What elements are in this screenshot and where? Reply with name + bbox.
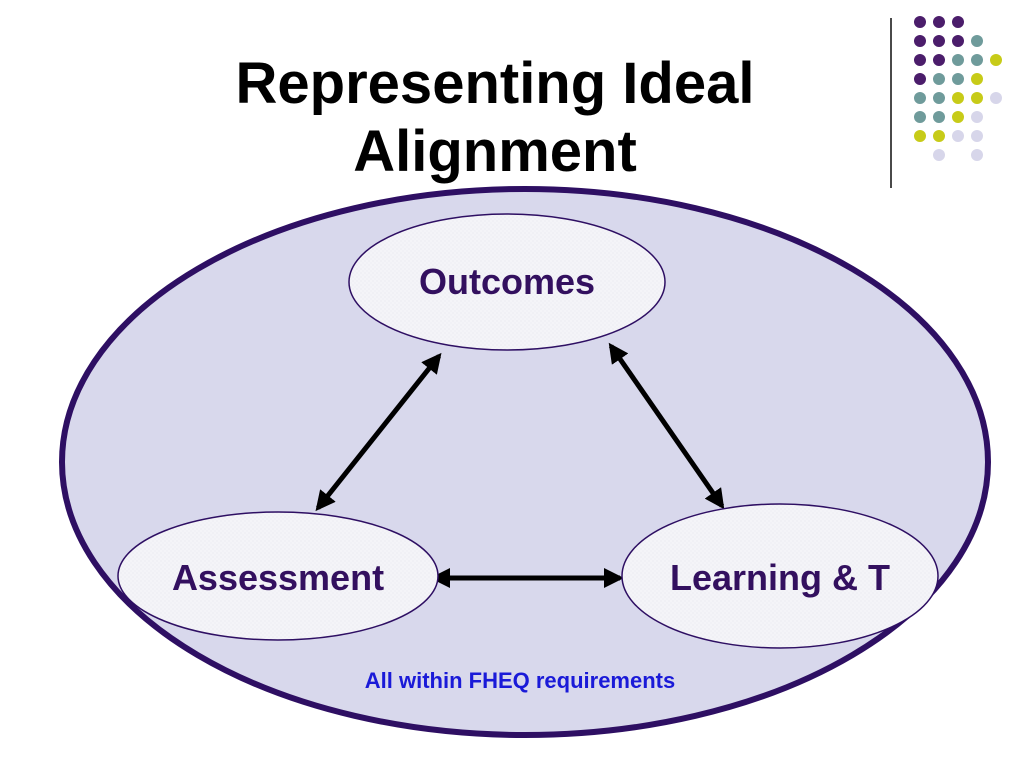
node-outcomes-shape bbox=[348, 213, 666, 351]
decorative-dot-grid bbox=[914, 16, 1002, 161]
decorative-dot bbox=[971, 35, 983, 47]
decorative-dot bbox=[952, 130, 964, 142]
title-line-2: Alignment bbox=[353, 119, 637, 184]
decorative-dot bbox=[933, 35, 945, 47]
node-learning: Learning & T bbox=[621, 503, 939, 649]
decorative-dot bbox=[933, 16, 945, 28]
fheq-footnote: All within FHEQ requirements bbox=[365, 668, 675, 693]
decorative-dot bbox=[933, 54, 945, 66]
decorative-dot bbox=[933, 92, 945, 104]
node-assessment-shape bbox=[117, 511, 439, 641]
decorative-dot bbox=[952, 16, 964, 28]
decorative-dot bbox=[952, 54, 964, 66]
decorative-dot bbox=[990, 54, 1002, 66]
node-learning-shape bbox=[621, 503, 939, 649]
decorative-dot bbox=[933, 149, 945, 161]
decorative-dot bbox=[933, 130, 945, 142]
decorative-dot bbox=[971, 111, 983, 123]
decorative-dot bbox=[971, 73, 983, 85]
decorative-dot bbox=[914, 111, 926, 123]
decorative-dot bbox=[933, 73, 945, 85]
decorative-dot bbox=[971, 149, 983, 161]
arrow-outcomes-learning bbox=[608, 342, 725, 510]
decorative-dot bbox=[952, 73, 964, 85]
vertical-divider bbox=[890, 18, 892, 188]
node-outcomes: Outcomes bbox=[348, 213, 666, 351]
decorative-dot bbox=[990, 92, 1002, 104]
decorative-dot bbox=[914, 92, 926, 104]
node-learning-label: Learning & T bbox=[670, 557, 890, 598]
decorative-dot bbox=[933, 111, 945, 123]
decorative-dot bbox=[952, 35, 964, 47]
decorative-dot bbox=[914, 54, 926, 66]
decorative-dot bbox=[914, 73, 926, 85]
decorative-dot bbox=[971, 92, 983, 104]
node-assessment: Assessment bbox=[117, 511, 439, 641]
title-line-1: Representing Ideal bbox=[235, 51, 755, 116]
decorative-dot bbox=[914, 35, 926, 47]
decorative-dot bbox=[914, 130, 926, 142]
arrow-outcomes-assessment bbox=[315, 352, 442, 512]
node-assessment-label: Assessment bbox=[172, 557, 384, 598]
decorative-dot bbox=[914, 16, 926, 28]
decorative-dot bbox=[952, 111, 964, 123]
node-outcomes-label: Outcomes bbox=[419, 261, 595, 302]
decorative-dot bbox=[971, 54, 983, 66]
slide-title: Representing Ideal Alignment bbox=[150, 50, 840, 186]
decorative-dot bbox=[952, 92, 964, 104]
decorative-dot bbox=[971, 130, 983, 142]
